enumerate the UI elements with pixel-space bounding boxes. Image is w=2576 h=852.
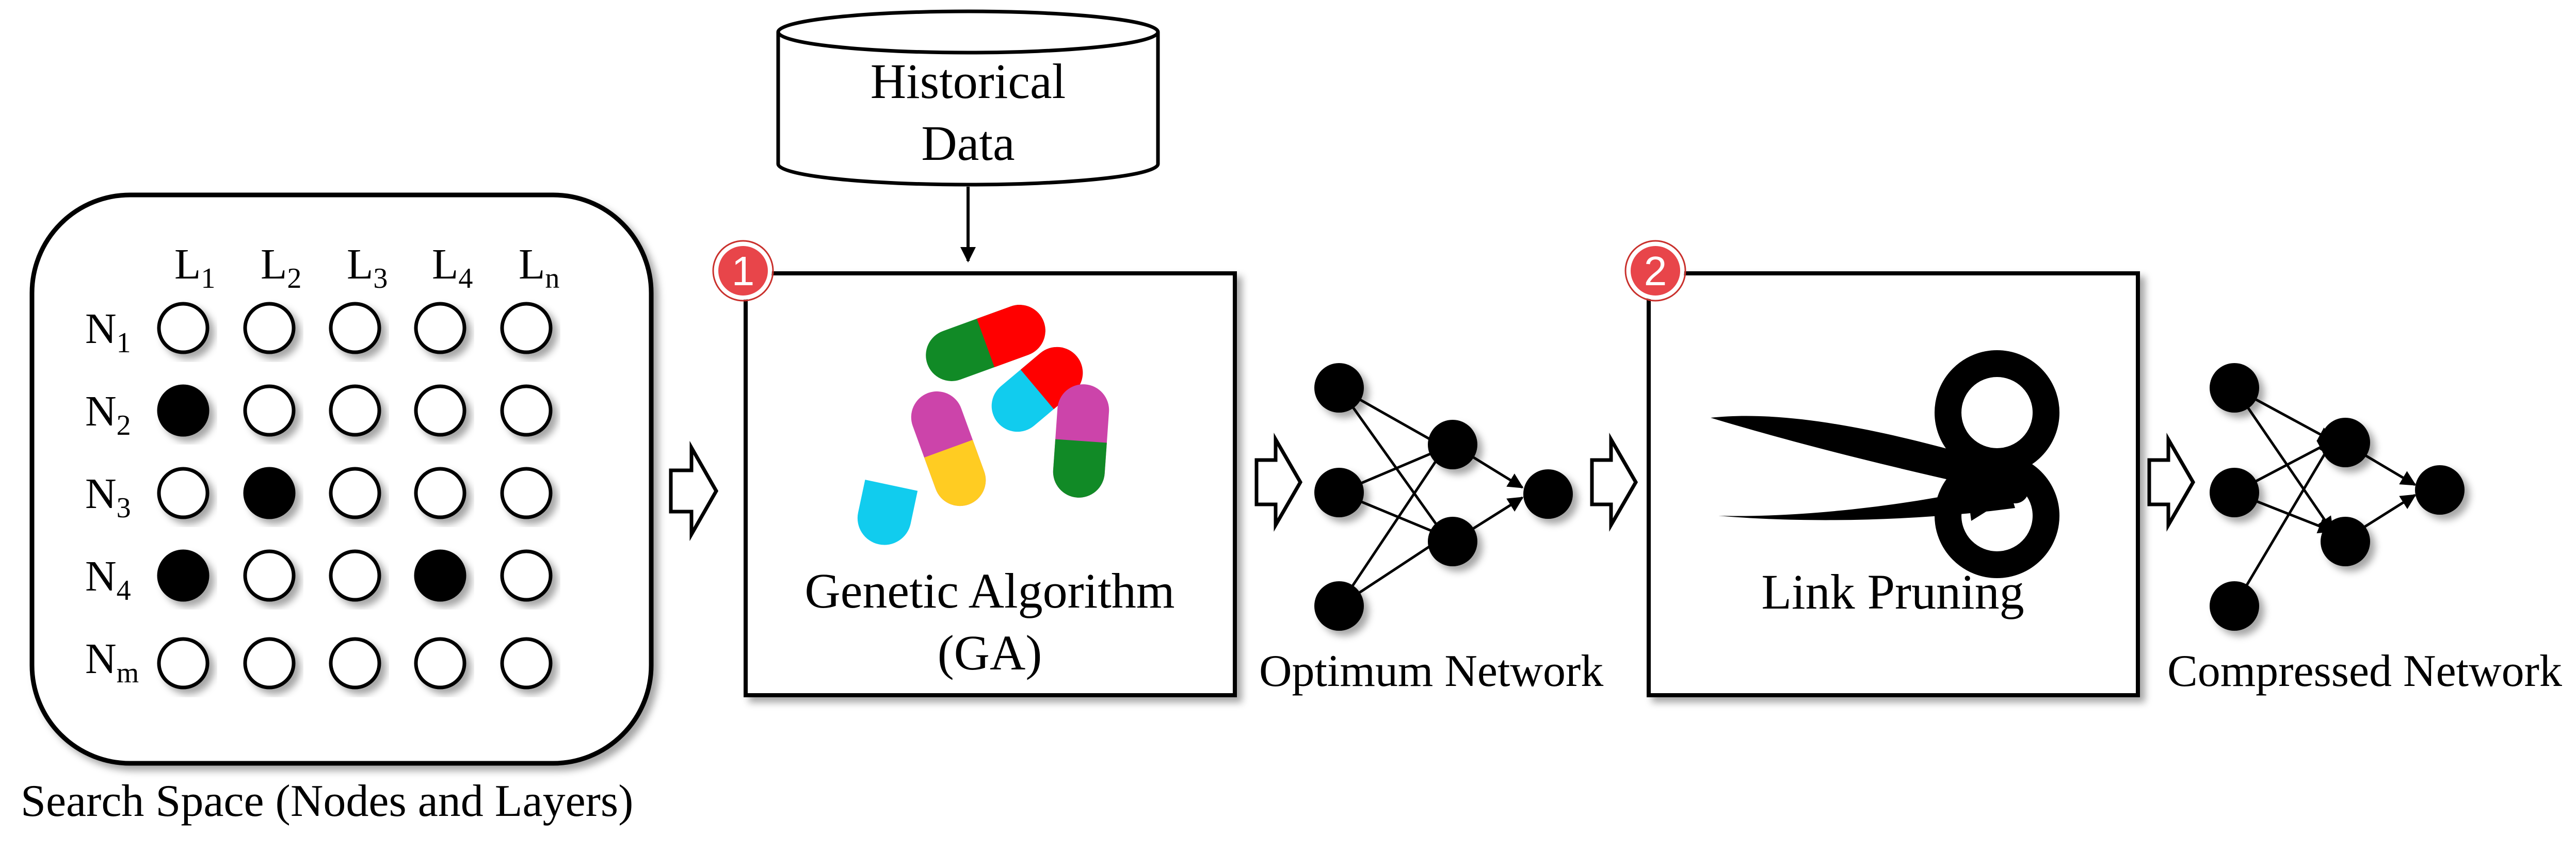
database-icon [776,32,1160,187]
step-badge-1 [714,242,772,300]
selected-node [414,549,466,602]
node [500,637,553,690]
optimum-network [1314,363,1573,631]
compressed-network-nodes [2210,363,2465,631]
link-pruning-title: Link Pruning [1761,564,2024,619]
step-badge-2-ring [1624,240,1686,302]
node [414,302,466,354]
selected-node [157,549,210,602]
node [157,467,210,519]
flow-arrow-icon [1590,432,1638,532]
link-pruning-box [1647,271,2140,697]
layer-label-3: L3 [347,240,388,294]
node [500,467,553,519]
compressed-network-edges [2233,386,2417,607]
node-label-m: Nm [85,635,139,689]
node [243,637,296,690]
node-grid [157,302,553,690]
layer-label-4: L4 [432,240,473,294]
node [157,302,210,354]
node-label-3: N3 [85,470,131,524]
database-top [776,9,1160,55]
node [243,302,296,354]
selected-node [243,467,296,519]
node [329,637,381,690]
layer-label-2: L2 [261,240,301,294]
capsules-icon [857,305,1109,545]
optimum-network-edges [1338,386,1524,608]
node [500,384,553,437]
historical-data-line2: Data [921,116,1015,171]
flow-arrow-icon [1254,432,1303,532]
node [243,549,296,602]
historical-data-line1: Historical [871,54,1066,109]
node [500,549,553,602]
node-label-1: N1 [85,305,131,359]
node [329,384,381,437]
optimum-network-caption: Optimum Network [1259,646,1603,696]
ga-title-line1: Genetic Algorithm [804,563,1174,618]
search-space-caption: Search Space (Nodes and Layers) [21,776,633,826]
node [414,467,466,519]
node [500,302,553,354]
node [414,637,466,690]
node-label-4: N4 [85,552,131,607]
selected-node [157,384,210,437]
flow-arrow-icon [669,440,719,542]
flow-arrow-icon [2147,432,2196,532]
optimum-network-nodes [1314,363,1573,631]
scissors-icon [1711,350,2059,578]
node [414,384,466,437]
ga-title-line2: (GA) [938,625,1042,680]
step-badge-2 [1627,242,1684,300]
layer-label-n: Ln [519,240,559,294]
step-badge-2-label: 2 [1644,248,1667,294]
link-pruning-step: Link Pruning 2 [1624,240,2140,697]
node-label-2: N2 [85,387,131,441]
node [329,467,381,519]
layer-label-1: L1 [174,240,215,294]
genetic-algorithm-step: Genetic Algorithm (GA) 1 [712,240,1237,697]
node [157,637,210,690]
node [329,549,381,602]
search-space-panel: L1 L2 L3 L4 Ln N1 N2 N3 N4 Nm [29,192,654,766]
step-badge-1-ring [712,240,774,302]
step-badge-1-label: 1 [732,248,755,294]
historical-data-database: Historical Data [776,9,1160,187]
compressed-network [2210,363,2465,631]
compressed-network-caption: Compressed Network [2167,646,2562,696]
node [329,302,381,354]
node [243,384,296,437]
